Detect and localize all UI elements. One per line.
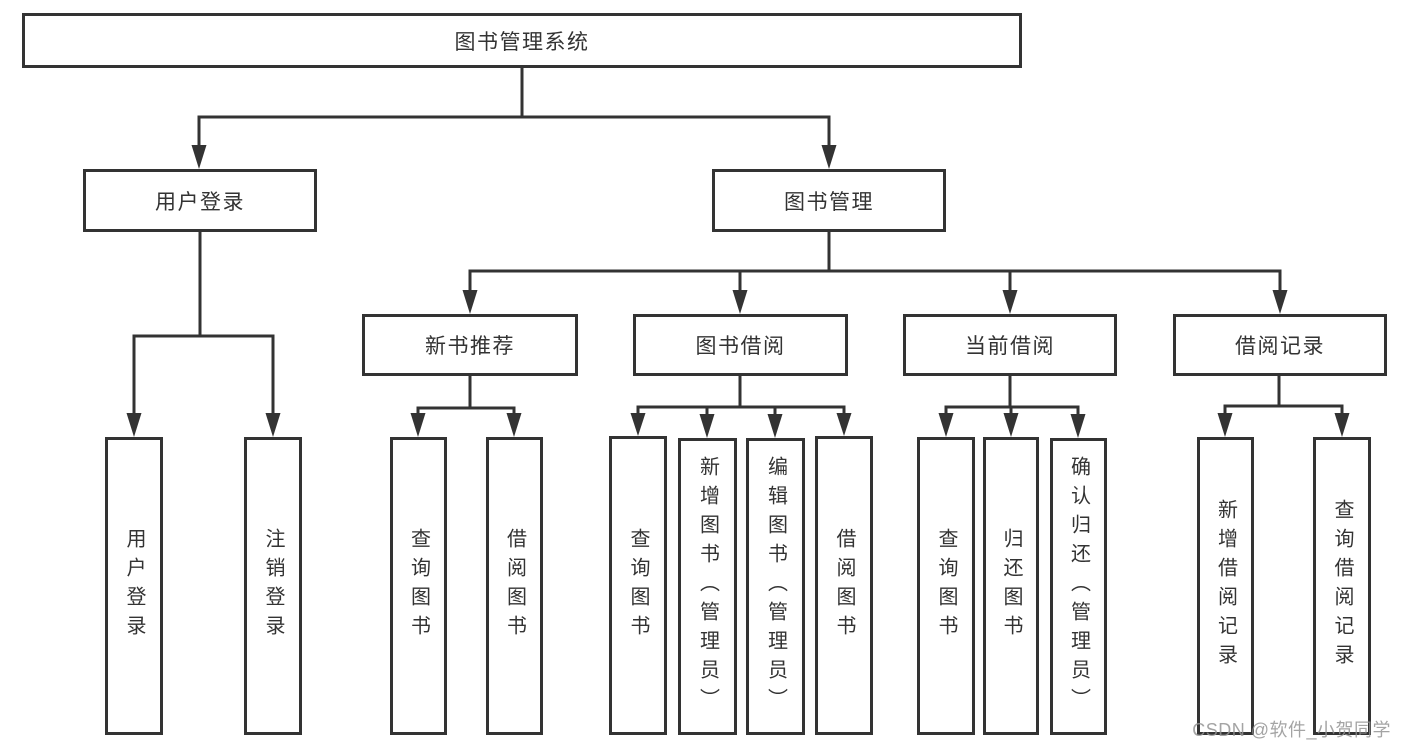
node-book-management: 图书管理 xyxy=(712,169,946,232)
node-borrow-books-1-label: 借阅图书 xyxy=(503,528,526,644)
node-query-books-1-label: 查询图书 xyxy=(407,528,430,644)
node-borrowing-records: 借阅记录 xyxy=(1173,314,1387,376)
node-confirm-return-admin-label: 确认归还（管理员） xyxy=(1067,456,1090,717)
node-return-books: 归还图书 xyxy=(983,437,1039,735)
node-user-login-leaf-label: 用户登录 xyxy=(123,528,145,644)
node-user-login-leaf: 用户登录 xyxy=(105,437,163,735)
node-edit-books-admin-label: 编辑图书（管理员） xyxy=(764,456,787,717)
node-edit-books-admin: 编辑图书（管理员） xyxy=(746,438,805,735)
node-query-books-2: 查询图书 xyxy=(609,436,667,735)
node-add-books-admin-label: 新增图书（管理员） xyxy=(696,456,719,717)
arrowhead-icons xyxy=(126,145,1350,438)
node-confirm-return-admin: 确认归还（管理员） xyxy=(1050,438,1107,735)
node-new-book-recommend: 新书推荐 xyxy=(362,314,578,376)
node-query-borrow-record: 查询借阅记录 xyxy=(1313,437,1371,735)
node-new-book-recommend-label: 新书推荐 xyxy=(425,335,515,358)
node-return-books-label: 归还图书 xyxy=(1000,528,1022,644)
node-query-books-3-label: 查询图书 xyxy=(935,528,957,644)
node-root: 图书管理系统 xyxy=(22,13,1022,68)
csdn-watermark: CSDN @软件_小贺同学 xyxy=(1192,720,1391,740)
node-logout-leaf-label: 注销登录 xyxy=(262,528,284,644)
node-borrowing-records-label: 借阅记录 xyxy=(1235,335,1325,358)
node-query-books-3: 查询图书 xyxy=(917,437,975,735)
node-book-borrowing-label: 图书借阅 xyxy=(695,335,786,358)
node-query-borrow-record-label: 查询借阅记录 xyxy=(1331,499,1353,673)
node-user-login: 用户登录 xyxy=(83,169,317,232)
node-borrow-books-2-label: 借阅图书 xyxy=(833,527,855,644)
node-add-borrow-record-label: 新增借阅记录 xyxy=(1214,499,1237,673)
node-borrow-books-1: 借阅图书 xyxy=(486,437,543,735)
node-root-label: 图书管理系统 xyxy=(454,30,590,54)
node-book-management-label: 图书管理 xyxy=(784,190,874,214)
node-query-books-2-label: 查询图书 xyxy=(627,527,649,644)
node-add-borrow-record: 新增借阅记录 xyxy=(1197,437,1254,735)
node-user-login-label: 用户登录 xyxy=(155,190,245,214)
node-logout-leaf: 注销登录 xyxy=(244,437,302,735)
node-add-books-admin: 新增图书（管理员） xyxy=(678,438,737,735)
node-query-books-1: 查询图书 xyxy=(390,437,447,735)
node-current-borrowing-label: 当前借阅 xyxy=(965,335,1055,358)
node-borrow-books-2: 借阅图书 xyxy=(815,436,873,735)
node-current-borrowing: 当前借阅 xyxy=(903,314,1117,376)
node-book-borrowing: 图书借阅 xyxy=(633,314,848,376)
